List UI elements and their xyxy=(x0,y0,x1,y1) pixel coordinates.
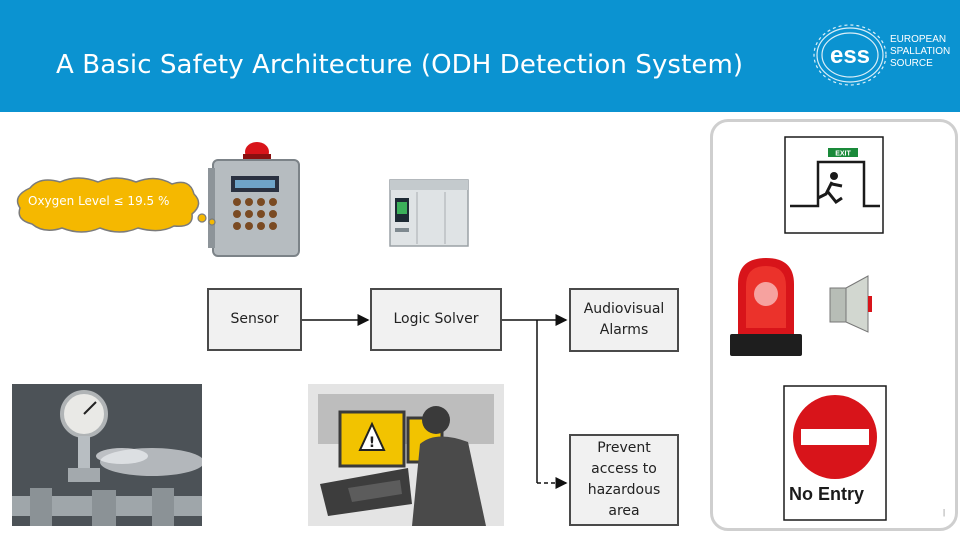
svg-text:!: ! xyxy=(369,435,375,451)
no-entry-label: No Entry xyxy=(789,484,865,504)
slide-title: A Basic Safety Architecture (ODH Detecti… xyxy=(56,50,744,80)
oxygen-level-label: Oxygen Level ≤ 19.5 % xyxy=(28,194,170,208)
logo-line-3: SOURCE xyxy=(890,58,933,69)
page-number-mark: | xyxy=(943,508,946,517)
plc-icon xyxy=(389,179,469,247)
logo-mark-text: ess xyxy=(830,42,870,69)
red-beacon-icon xyxy=(730,258,802,356)
oxygen-detector-icon xyxy=(208,142,300,257)
prevent-access-block: Prevent access to hazardous area xyxy=(569,434,679,526)
logo-wordmark: EUROPEAN SPALLATION SOURCE xyxy=(890,34,950,70)
ess-logo: ess EUROPEAN SPALLATION SOURCE xyxy=(812,20,952,90)
thought-cloud xyxy=(16,177,216,233)
no-entry-sign-icon xyxy=(783,385,887,521)
sensor-block: Sensor xyxy=(207,288,302,351)
audiovisual-alarms-block: Audiovisual Alarms xyxy=(569,288,679,352)
exit-sign-icon: EXIT xyxy=(784,136,884,234)
logo-line-2: SPALLATION xyxy=(890,46,951,57)
header-bar: A Basic Safety Architecture (ODH Detecti… xyxy=(0,0,960,112)
siren-speaker-icon xyxy=(829,275,872,333)
ess-logo-icon: ess xyxy=(813,24,887,86)
gas-leak-pipe-icon xyxy=(12,384,202,526)
logo-line-1: EUROPEAN xyxy=(890,34,947,45)
control-room-operator-icon: ! xyxy=(308,384,504,526)
logic-solver-block: Logic Solver xyxy=(370,288,502,351)
exit-label: EXIT xyxy=(835,151,851,158)
